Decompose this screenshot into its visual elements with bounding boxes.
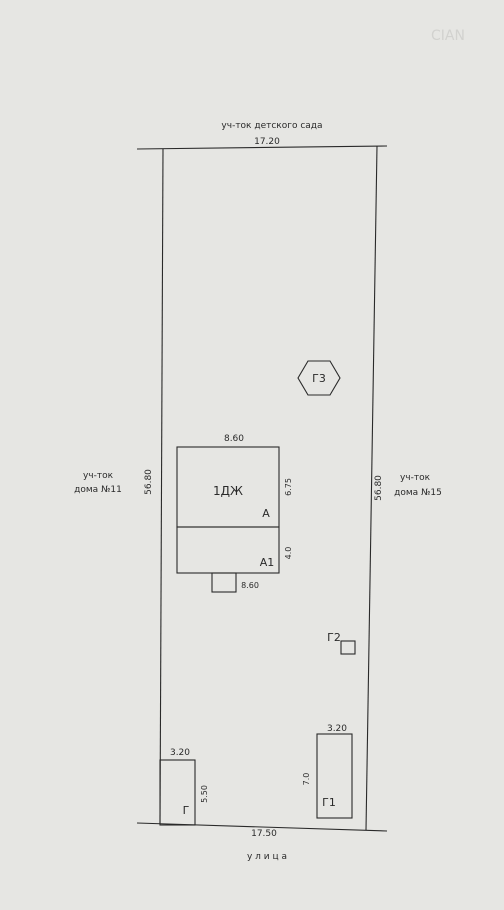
g1-width-label: 3.20: [327, 724, 347, 734]
plot-bottom-boundary: [136, 822, 388, 832]
g1-label: Г1: [322, 796, 336, 809]
g-height-label: 5.50: [200, 785, 209, 803]
g-label: Г: [183, 804, 190, 817]
plot-top-boundary: [136, 145, 388, 150]
house-height-label: 6.75: [284, 478, 293, 496]
right-neighbor-label-1: уч-ток: [400, 473, 431, 483]
bottom-length-label: 17.50: [251, 829, 277, 839]
g-rect: [159, 759, 196, 826]
house-width-label: 8.60: [224, 434, 244, 444]
g3-label: Г3: [312, 372, 326, 385]
top-length-label: 17.20: [254, 137, 280, 147]
g1-rect: [316, 733, 353, 819]
house-part-a-label: А: [262, 507, 270, 520]
g2-label: Г2: [327, 631, 341, 644]
g1-height-label: 7.0: [302, 773, 311, 786]
left-length-label: 56.80: [144, 469, 154, 495]
annex-name-label: А1: [260, 556, 275, 569]
top-neighbor-label: уч-ток детского сада: [221, 121, 322, 131]
g-width-label: 3.20: [170, 748, 190, 758]
porch-rect: [211, 572, 237, 593]
left-neighbor-label-1: уч-ток: [83, 471, 114, 481]
plot-left-boundary: [159, 148, 164, 825]
g2-rect: [340, 640, 356, 655]
right-neighbor-label-2: дома №15: [394, 488, 442, 498]
g3-hexagon: [297, 360, 341, 396]
annex-width-label: 8.60: [241, 581, 259, 590]
right-length-label: 56.80: [374, 475, 384, 501]
watermark-text: CIAN: [431, 28, 465, 44]
house-name-label: 1ДЖ: [213, 484, 243, 498]
plot-right-boundary: [365, 145, 378, 831]
left-neighbor-label-2: дома №11: [74, 485, 122, 495]
street-label: у л и ц а: [247, 852, 287, 862]
annex-height-label: 4.0: [284, 547, 293, 560]
